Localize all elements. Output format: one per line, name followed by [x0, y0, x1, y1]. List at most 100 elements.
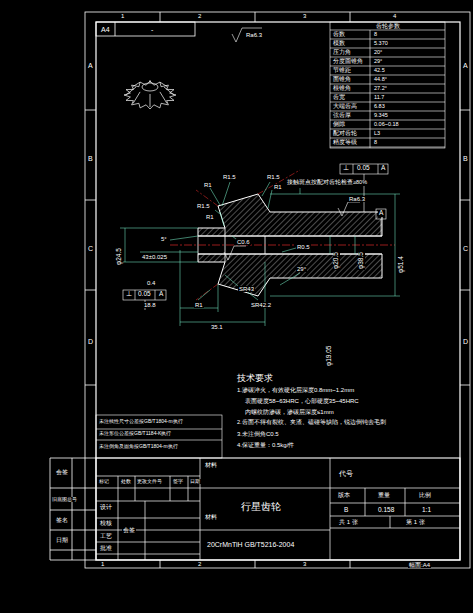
drawing-label: 代号 — [338, 470, 354, 477]
drawing-label: B — [87, 155, 94, 162]
title-block — [96, 458, 460, 560]
drawing-label: 2.齿面不得有裂纹、夹渣、磕碰等缺陷，锐边倒钝去毛刺 — [236, 420, 387, 426]
drawing-label: 4 — [392, 13, 397, 19]
drawing-label: 比例 — [418, 492, 432, 498]
drawing-label: - — [150, 26, 154, 33]
drawing-label: 技术要求 — [236, 374, 274, 383]
drawing-label: 20CrMnTiH GB/T5216-2004 — [206, 541, 295, 548]
drawing-label: 共 1 张 — [338, 519, 359, 525]
tooth-edge — [164, 87, 174, 95]
drawing-label: 1.渗碳淬火，有效硬化层深度0.8mm~1.2mm — [236, 387, 355, 393]
drawing-label: φ38.5 — [358, 252, 365, 271]
drawing-label: 批准 — [99, 545, 113, 551]
drawing-label: 旧底图总号 — [51, 497, 78, 502]
drawing-label: 弦齿厚 — [332, 113, 352, 119]
drawing-label: 1:1 — [421, 507, 432, 514]
drawing-label: 未注形位公差按GB/T1184-K执行 — [98, 431, 172, 436]
drawing-label: 3 — [302, 561, 307, 567]
drawing-label: 第 1 张 — [405, 519, 426, 525]
tooth-edge — [126, 87, 136, 95]
drawing-label: φ51.4 — [398, 256, 405, 275]
drawing-label: 压力角 — [332, 50, 352, 56]
drawing-label: 0.05 — [137, 291, 152, 298]
drawing-label: R1.5 — [266, 174, 281, 180]
drawing-label: 行星齿轮 — [240, 502, 282, 512]
drawing-label: 1 — [120, 13, 125, 19]
drawing-label: C — [87, 245, 94, 252]
drawing-label: R1 — [273, 184, 283, 190]
frame — [50, 12, 470, 568]
drawing-label: 0.4 — [146, 280, 156, 286]
tooth-edge — [160, 82, 167, 86]
drawing-label: 6.83 — [373, 104, 386, 110]
drawing-label: 内螺纹防渗碳，渗碳层深度≤1mm — [244, 409, 335, 415]
drawing-label: R1 — [205, 214, 215, 220]
drawing-label: B — [462, 155, 469, 162]
drawing-label: 1 — [100, 561, 105, 567]
drawing-label: A — [380, 165, 386, 172]
drawing-label: 0.158 — [377, 507, 395, 514]
drawing-label: ⊥ — [342, 165, 350, 172]
gear-isometric — [124, 80, 176, 109]
drawing-label: 27.2° — [373, 86, 388, 92]
drawing-label: 签名 — [55, 517, 69, 523]
drawing-label: Ra6.3 — [348, 196, 366, 202]
drawing-label: 校核 — [99, 520, 113, 526]
drawing-label: 节锥距 — [332, 68, 352, 74]
drawing-label: 8 — [373, 32, 378, 38]
notes-box — [96, 415, 222, 458]
drawing-label: 更改文件号 — [136, 479, 163, 484]
drawing-label: 根锥角 — [332, 86, 352, 92]
gear-bore — [142, 83, 158, 91]
drawing-label: A4 — [100, 26, 111, 33]
drawing-label: 35.1 — [210, 324, 224, 330]
drawing-label: 材料 — [204, 462, 218, 468]
drawing-label: φ20.5 — [333, 252, 340, 271]
drawing-label: 面锥角 — [332, 77, 352, 83]
drawing-label: 表面硬度58~63HRC，心部硬度35~45HRC — [244, 398, 360, 404]
drawing-label: 重量 — [377, 492, 391, 498]
tooth-edge — [150, 94, 151, 107]
drawing-label: 分度圆锥角 — [332, 59, 364, 65]
drawing-label: 29° — [373, 59, 383, 65]
drawing-label: R0.5 — [296, 244, 311, 250]
drawing-label: 5.370 — [373, 41, 389, 47]
drawing-label: 42.5 — [373, 68, 386, 74]
drawing-label: 0.05 — [356, 165, 371, 172]
drawing-label: 18.8 — [143, 302, 157, 308]
drawing-label: C0.6 — [236, 239, 251, 245]
drawing-label: 2 — [197, 561, 202, 567]
drawing-label: 会签 — [55, 469, 69, 475]
drawing-label: 版本 — [337, 492, 351, 498]
drawing-label: 29° — [296, 266, 307, 272]
drawing-label: 配对齿轮 — [332, 131, 358, 137]
dimension-lines — [120, 182, 400, 326]
tolerance-frames — [123, 28, 388, 310]
drawing-label: 标记 — [98, 479, 110, 484]
drawing-label: 大端齿高 — [332, 104, 358, 110]
drawing-label: B — [343, 507, 349, 514]
drawing-label: 幅面:A4 — [408, 562, 431, 568]
drawing-label: R1.5 — [196, 203, 211, 209]
drawing-label: A — [378, 210, 384, 217]
drawing-label: R1 — [203, 182, 213, 188]
drawing-label: 处数 — [120, 479, 132, 484]
drawing-label: 3 — [302, 13, 307, 19]
drawing-label: R1.5 — [222, 174, 237, 180]
drawing-label: Ra6.3 — [245, 32, 263, 38]
drawing-label: 齿轮参数 — [375, 24, 401, 30]
drawing-label: SR43 — [238, 286, 255, 292]
drawing-label: 44.8° — [373, 77, 388, 83]
drawing-label: C — [462, 245, 469, 252]
drawing-label: 齿数 — [332, 32, 346, 38]
drawing-label: 8 — [373, 140, 378, 146]
drawing-label: 3.未注倒角C0.5 — [236, 431, 280, 437]
drawing-label: 11.7 — [373, 95, 385, 101]
parameter-table — [330, 22, 445, 148]
drawing-label: D — [462, 338, 469, 345]
drawing-label: φ24.5 — [116, 248, 123, 267]
drawing-label: 齿宽 — [332, 95, 346, 101]
drawing-label: 侧隙 — [332, 122, 346, 128]
drawing-label: φ19.05 — [326, 345, 333, 367]
